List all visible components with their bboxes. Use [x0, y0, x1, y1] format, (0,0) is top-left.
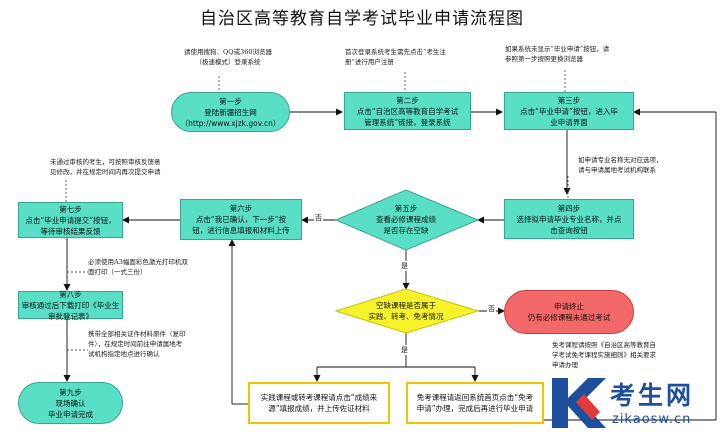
step4-title: 第四步 — [557, 203, 581, 213]
note-line: 请使用搜狗、QQ或360浏览器 — [183, 48, 273, 56]
exempt-decision-line: 空缺课程是否属于 — [376, 301, 436, 310]
step8-box: 第八步 审核通过后下载打印《毕业生 审批登记表》 — [18, 289, 123, 321]
step2-box: 第二步 点击“自治区高等教育自学考试 管理系统”链接，登录系统 — [344, 92, 471, 130]
step6-line: 钮，进行信息填报和材料上传 — [192, 226, 290, 235]
note-onsite: 携带全部相关证件材料原件（复印 件），在规定时间前往申请属地考 试机构指定地点进… — [88, 329, 222, 359]
note-line: 件），在规定时间前往申请属地考 — [88, 340, 183, 348]
edge-label-yes: 是 — [400, 261, 409, 271]
watermark-logo: 考生网 zikaosw.cn — [548, 372, 720, 434]
exempt-decision-line: 实践、转考、免考情况 — [368, 312, 444, 321]
step7-box: 第七步 点击“毕业申请提交”按钮， 等待审核结果反馈 — [18, 202, 123, 238]
step8-line: 审核通过后下载打印《毕业生 — [21, 300, 120, 310]
k-logo-icon — [552, 378, 606, 428]
exempt-course-line: 申请”办理，完成后再进行毕业申请 — [416, 404, 534, 413]
step9-line: 现场确认 — [55, 398, 86, 408]
watermark-url: zikaosw.cn — [612, 412, 692, 427]
note-line: 见修改，并在规定时间内再次提交申请 — [50, 168, 161, 176]
note-print: 必须使用A3幅面彩色激光打印机双 面打印（一式三份） — [88, 257, 218, 277]
step5-line: 查看必修课程成绩 — [376, 215, 436, 224]
step6-title: 第六步 — [229, 204, 253, 213]
step8-line: 审批登记表》 — [48, 311, 93, 321]
note-browser: 请使用搜狗、QQ或360浏览器 （极速模式）登录系统 — [168, 47, 288, 67]
note-line: 册”进行用户注册 — [345, 58, 394, 66]
edge-label-no: 否 — [314, 213, 323, 223]
note-line: 免考课程请按照《自治区高等教育自 — [552, 341, 656, 349]
note-major: 如申请专业名称无对应选项， 请与申请属地考试机构联系 — [578, 155, 688, 175]
note-line: 参照第一步按照更换浏览器 — [505, 55, 583, 63]
step6-line: 点击“我已确认，下一步”按 — [195, 215, 287, 224]
practice-transfer-line: 源”填报成绩，并上传佐证材料 — [268, 404, 370, 413]
page-title: 自治区高等教育自学考试毕业申请流程图 — [200, 9, 524, 29]
step9-box: 第九步 现场确认 毕业申请完成 — [18, 382, 123, 424]
note-line: （极速模式）登录系统 — [195, 58, 261, 66]
step5-decision: 第五步 查看必修课程成绩 是否存在空缺 — [346, 203, 466, 236]
decision-diamond-exempt — [334, 288, 480, 334]
step7-title: 第七步 — [59, 204, 82, 214]
step3-title: 第三步 — [557, 95, 581, 105]
step1-title: 第一步 — [219, 96, 242, 106]
step1-line: （http://www.xjzk.gov.cn） — [180, 118, 281, 128]
step4-box: 第四步 选择拟申请毕业专业名称，并点 击查询按钮 — [504, 199, 634, 239]
note-line: 必须使用A3幅面彩色激光打印机双 — [88, 258, 188, 266]
step8-title: 第八步 — [59, 289, 82, 299]
note-line: 如申请专业名称无对应选项， — [578, 156, 663, 164]
termination-line: 申请终止 — [554, 302, 584, 311]
note-line: 试机构指定地点进行确认 — [88, 350, 160, 358]
step9-title: 第九步 — [59, 387, 82, 397]
step4-line: 击查询按钮 — [550, 225, 588, 235]
step6-box: 第六步 点击“我已确认，下一步”按 钮，进行信息填报和材料上传 — [180, 199, 302, 240]
watermark-brand: 考生网 — [610, 381, 695, 410]
exempt-course-box: 免考课程请返回系统首页点击“免考 申请”办理，完成后再进行毕业申请 — [406, 382, 544, 424]
step3-line: 点击“毕业申请”按钮，进入毕 — [520, 106, 618, 116]
termination-line: 仍有必修课程未通过考试 — [527, 313, 611, 322]
note-line: 携带全部相关证件材料原件（复印 — [88, 330, 186, 338]
note-line: 申请办理 — [552, 361, 578, 369]
exempt-course-line: 免考课程请返回系统首页点击“免考 — [416, 393, 534, 402]
note-line: 如果系统未显示“毕业申请”按钮，请 — [505, 45, 610, 53]
step3-box: 第三步 点击“毕业申请”按钮，进入毕 业申请界面 — [504, 92, 634, 130]
note-line: 请与申请属地考试机构联系 — [578, 166, 656, 174]
step4-line: 选择拟申请毕业专业名称，并点 — [516, 214, 622, 224]
step1-box: 第一步 登陆新疆招生网 （http://www.xjzk.gov.cn） — [171, 92, 290, 132]
decision-diamond-step5 — [334, 189, 480, 251]
step2-title: 第二步 — [396, 95, 419, 105]
termination-box: 申请终止 仍有必修课程未通过考试 — [504, 290, 634, 334]
step2-line: 管理系统”链接，登录系统 — [364, 117, 451, 127]
exempt-decision: 空缺课程是否属于 实践、转考、免考情况 — [348, 300, 464, 322]
note-register: 首次登录系统考生需先点击“考生注 册”进行用户注册 — [345, 47, 469, 67]
note-line: 未通过审核的考生，可按照审核反馈意 — [50, 158, 161, 166]
step9-line: 毕业申请完成 — [48, 409, 93, 419]
step3-line: 业申请界面 — [550, 117, 588, 127]
edge-label-yes: 是 — [400, 345, 409, 355]
step7-line: 点击“毕业申请提交”按钮， — [25, 215, 116, 225]
note-missing-button: 如果系统未显示“毕业申请”按钮，请 参照第一步按照更换浏览器 — [505, 44, 631, 64]
step1-line: 登陆新疆招生网 — [204, 107, 257, 117]
note-line: 学考试免考课程实施细则》相关要求 — [552, 351, 656, 359]
note-review-failed: 未通过审核的考生，可按照审核反馈意 见修改，并在规定时间内再次提交申请 — [50, 157, 192, 177]
note-line: 首次登录系统考生需先点击“考生注 — [345, 48, 446, 56]
step7-line: 等待审核结果反馈 — [40, 226, 101, 236]
practice-transfer-line: 实践课程或转考课程请点击“成绩来 — [260, 393, 378, 402]
edge-label-no: 否 — [487, 304, 496, 314]
note-exempt-rules: 免考课程请按照《自治区高等教育自 学考试免考课程实施细则》相关要求 申请办理 — [552, 340, 690, 370]
step5-title: 第五步 — [394, 204, 418, 213]
note-line: 面打印（一式三份） — [88, 268, 147, 276]
practice-transfer-box: 实践课程或转考课程请点击“成绩来 源”填报成绩，并上传佐证材料 — [248, 382, 390, 424]
step5-line: 是否存在空缺 — [383, 226, 429, 235]
step2-line: 点击“自治区高等教育自学考试 — [356, 106, 459, 116]
